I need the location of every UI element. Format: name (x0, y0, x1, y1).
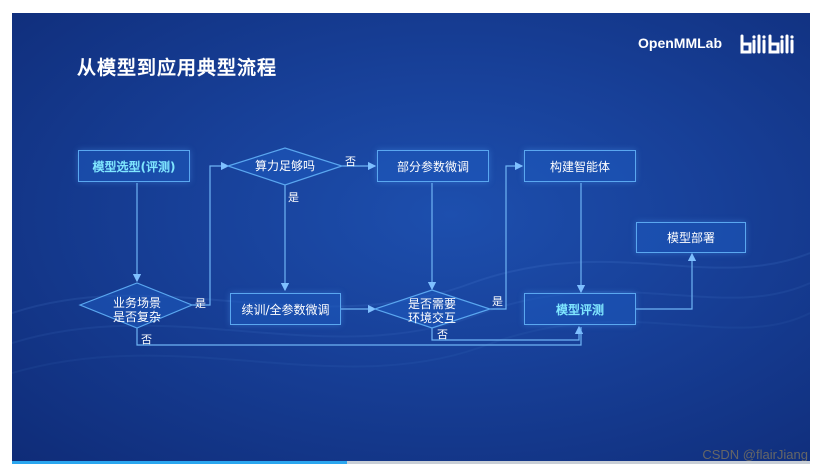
page-title: 从模型到应用典型流程 (77, 57, 278, 79)
edge-label-env-no: 否 (437, 328, 448, 341)
edge-eval-to-deploy (636, 252, 697, 310)
label-env-interact: 是否需要 环境交互 (407, 297, 456, 325)
label-business-complex: 业务场景 是否复杂 (112, 296, 161, 324)
edge-env-yes (490, 161, 524, 310)
edge-label-complex-no: 否 (141, 333, 152, 346)
node-eval: 模型评测 (524, 293, 636, 325)
decision-enough-compute (226, 147, 344, 186)
bilibili-logo-icon (740, 34, 794, 54)
edge-label-compute-no: 否 (345, 155, 356, 168)
edge-label-complex-yes: 是 (195, 297, 206, 310)
node-build-agent: 构建智能体 (524, 150, 636, 182)
node-model-select: 模型选型(评测) (78, 150, 190, 182)
watermark: CSDN @flairJiang (702, 447, 808, 462)
openmmlab-logo: OpenMMLab (638, 35, 722, 51)
node-partial-finetune: 部分参数微调 (377, 150, 489, 182)
decision-env-interact (373, 289, 492, 329)
flow-connectors (78, 147, 697, 346)
edge-env-no (431, 325, 584, 341)
edge-complex-yes (192, 161, 230, 306)
decision-business-complex (78, 282, 194, 329)
slide: 从模型到应用典型流程 OpenMMLab (12, 13, 810, 461)
node-full-finetune: 续训/全参数微调 (230, 293, 341, 325)
edge-label-env-yes: 是 (492, 295, 503, 308)
video-progress-bar[interactable] (12, 461, 810, 464)
edge-complex-no (136, 327, 582, 346)
edge-label-compute-yes: 是 (288, 191, 299, 204)
video-progress-fill (12, 461, 348, 464)
label-enough-compute: 算力足够吗 (254, 159, 315, 173)
node-deploy: 模型部署 (636, 222, 746, 253)
